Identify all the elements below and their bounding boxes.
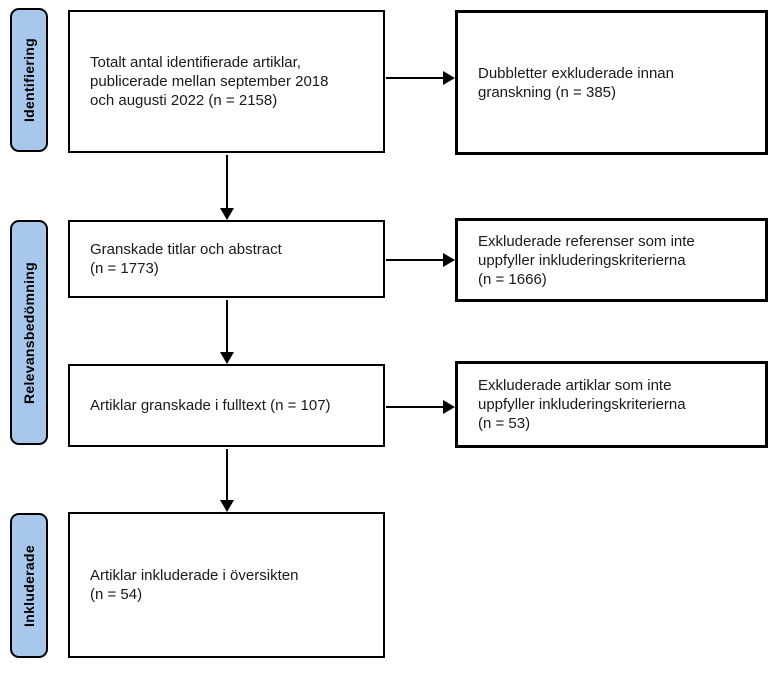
box-screened-titles-abstracts-text: Granskade titlar och abstract (n = 1773) xyxy=(90,241,282,277)
stage-label-relevansbedomning: Relevansbedömning xyxy=(10,220,48,445)
arrow-down-3-line xyxy=(226,449,228,501)
arrow-right-2-line xyxy=(386,259,444,261)
stage-label-inkluderade-text: Inkluderade xyxy=(21,544,38,627)
stage-label-identifiering-text: Identifiering xyxy=(21,37,38,123)
arrow-down-3-head xyxy=(220,500,234,512)
box-fulltext-reviewed-text: Artiklar granskade i fulltext (n = 107) xyxy=(90,397,331,414)
arrow-right-3-head xyxy=(443,400,455,414)
arrow-down-2-line xyxy=(226,300,228,353)
box-identified-articles: Totalt antal identifierade artiklar, pub… xyxy=(68,10,385,153)
box-fulltext-reviewed: Artiklar granskade i fulltext (n = 107) xyxy=(68,364,385,447)
stage-label-identifiering: Identifiering xyxy=(10,8,48,152)
box-included-articles-text: Artiklar inkluderade i översikten (n = 5… xyxy=(90,567,299,603)
box-identified-articles-text: Totalt antal identifierade artiklar, pub… xyxy=(90,54,329,109)
box-included-articles: Artiklar inkluderade i översikten (n = 5… xyxy=(68,512,385,658)
arrow-right-1-head xyxy=(443,71,455,85)
arrow-down-2-head xyxy=(220,352,234,364)
box-screened-titles-abstracts: Granskade titlar och abstract (n = 1773) xyxy=(68,220,385,298)
stage-label-relevansbedomning-text: Relevansbedömning xyxy=(21,261,37,404)
box-excluded-fulltext-articles-text: Exkluderade artiklar som inte uppfyller … xyxy=(478,377,686,432)
box-excluded-duplicates-text: Dubbletter exkluderade innan granskning … xyxy=(478,64,674,101)
arrow-right-3-line xyxy=(386,406,444,408)
box-excluded-fulltext-articles: Exkluderade artiklar som inte uppfyller … xyxy=(455,361,768,448)
box-excluded-references-text: Exkluderade referenser som inte uppfylle… xyxy=(478,232,695,288)
arrow-down-1-line xyxy=(226,155,228,209)
stage-label-inkluderade: Inkluderade xyxy=(10,513,48,658)
arrow-down-1-head xyxy=(220,208,234,220)
box-excluded-references: Exkluderade referenser som inte uppfylle… xyxy=(455,218,768,302)
arrow-right-1-line xyxy=(386,77,444,79)
box-excluded-duplicates: Dubbletter exkluderade innan granskning … xyxy=(455,10,768,155)
arrow-right-2-head xyxy=(443,253,455,267)
